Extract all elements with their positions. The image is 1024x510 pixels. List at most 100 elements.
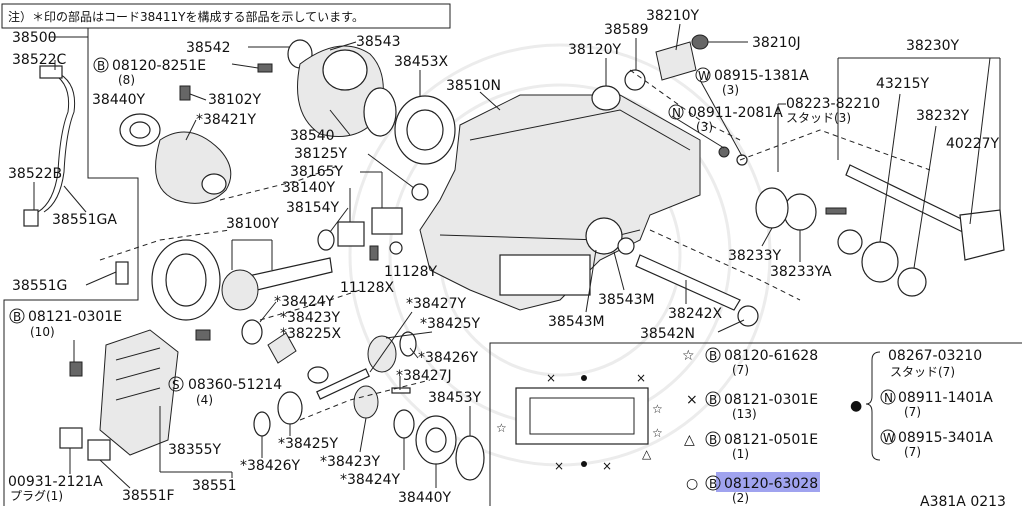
label-38425y-bottom: *38425Y [278, 436, 339, 452]
svg-text:(3): (3) [722, 83, 739, 97]
svg-text:☆: ☆ [652, 426, 663, 440]
diagram-code: A381A 0213 [920, 494, 1006, 510]
cross-pin-lock [307, 366, 329, 384]
svg-text:(3): (3) [696, 120, 713, 134]
label-38165y: 38165Y [290, 164, 344, 180]
label-38542n: 38542N [640, 326, 695, 342]
bolt-08360-51214 [195, 329, 211, 341]
label-00931-2121a: 00931-2121A [8, 474, 103, 490]
washer-38125y [411, 183, 429, 201]
pinion-mate-gear [267, 332, 297, 364]
label-08223-82210: 08223-82210 [786, 96, 880, 112]
legend-circle-part[interactable]: 08120-63028 [724, 476, 818, 492]
label-38551: 38551 [192, 478, 237, 494]
shim-38140y [317, 229, 335, 251]
label-38427y: *38427Y [406, 296, 467, 312]
legend-dot-symbol: ● [850, 398, 862, 414]
svg-text:(7): (7) [904, 405, 921, 419]
svg-text:B: B [709, 477, 717, 491]
legend-star-symbol: ☆ [682, 348, 695, 364]
label-38543: 38543 [356, 34, 401, 50]
svg-text:(7): (7) [732, 363, 749, 377]
svg-text:スタッド(7): スタッド(7) [890, 365, 955, 379]
rear-cover [99, 329, 179, 456]
bolt-11128x [369, 245, 379, 261]
label-38210j: 38210J [752, 35, 801, 51]
inset-cover-outline [515, 387, 649, 445]
bearing-38120y [591, 85, 621, 111]
svg-text:(1): (1) [732, 447, 749, 461]
label-38510n: 38510N [446, 78, 501, 94]
label-38551g: 38551G [12, 278, 67, 294]
svg-text:(4): (4) [196, 393, 213, 407]
svg-text:×: × [636, 371, 646, 385]
companion-flange-38210y [655, 41, 697, 81]
stud-08223-82210 [825, 207, 847, 215]
breather-cap [23, 209, 39, 227]
spacer-38165y [371, 207, 403, 235]
label-38426y-bottom: *38426Y [240, 458, 301, 474]
label-43215y: 43215Y [876, 76, 930, 92]
thrust-washer-38424y [241, 319, 263, 345]
svg-text:(10): (10) [30, 325, 55, 339]
label-38125y: 38125Y [294, 146, 348, 162]
axle-flange-40227y [959, 209, 1005, 261]
gasket-38453y [455, 435, 485, 481]
label-38424y-bottom: *38424Y [340, 472, 401, 488]
label-38210y: 38210Y [646, 8, 700, 24]
label-38233y: 38233Y [728, 248, 782, 264]
washer-11128y [389, 241, 403, 255]
symbol-legend: ☆ B 08120-61628 (7) × B 08121-0301E (13)… [682, 347, 993, 505]
label-38100y: 38100Y [226, 216, 280, 232]
label-11128x: 11128X [340, 280, 395, 296]
washer-38426y [253, 411, 271, 437]
label-38102y: 38102Y [208, 92, 262, 108]
label-08911-2081a: 08911-2081A [688, 105, 783, 121]
label-38427j: *38427J [396, 368, 452, 384]
label-38540: 38540 [290, 128, 335, 144]
side-gear-bottom [277, 391, 303, 425]
side-flange-43215y [861, 241, 899, 283]
plug-00931-2121a [59, 427, 83, 449]
label-38225x: *38225X [280, 326, 342, 342]
label-38543m-left: 38543M [548, 314, 605, 330]
svg-text:B: B [709, 349, 717, 363]
gasket-38233y [755, 187, 789, 229]
legend-cross-symbol: × [686, 392, 698, 408]
label-38453y: 38453Y [428, 390, 482, 406]
svg-text:プラグ(1): プラグ(1) [10, 489, 63, 503]
legend-circle-symbol: ○ [686, 476, 698, 492]
svg-text:☆: ☆ [496, 421, 507, 435]
label-38542: 38542 [186, 40, 231, 56]
label-38242x: 38242X [668, 306, 723, 322]
oil-seal-38232y [897, 267, 927, 297]
legend-cross-part: 08121-0301E [724, 392, 818, 408]
pin-38427j [391, 387, 411, 394]
axle-shaft-38230y [845, 164, 981, 239]
nut-38210j [691, 34, 709, 50]
legend-star-part: 08120-61628 [724, 348, 818, 364]
gasket-38233ya [783, 193, 817, 231]
label-38522c: 38522C [12, 52, 67, 68]
label-38543m-right: 38543M [598, 292, 655, 308]
washer-08915-1381a [736, 154, 748, 166]
label-38230y: 38230Y [906, 38, 960, 54]
note-text: 注）＊印の部品はコード38411Yを構成する部品を示しています。 [8, 9, 364, 24]
label-38453x: 38453X [394, 54, 449, 70]
svg-text:(8): (8) [118, 73, 135, 87]
pinion-shaft-38427y [316, 368, 370, 400]
label-38522b: 38522B [8, 166, 62, 182]
plug-38551f [87, 439, 111, 461]
selected-part-highlight [716, 472, 820, 492]
label-38424y-top: *38424Y [274, 294, 335, 310]
breather-hose-edge [43, 71, 76, 213]
label-38232y: 38232Y [916, 108, 970, 124]
svg-text:W: W [883, 431, 895, 445]
label-38233ya: 38233YA [770, 264, 832, 280]
label-08915-1381a: 08915-1381A [714, 68, 809, 84]
svg-text:×: × [554, 459, 564, 473]
label-08121-0301e: 08121-0301E [28, 309, 122, 325]
axle-shaft-38242x [635, 254, 741, 311]
bolt-38102y [179, 85, 191, 101]
breather-hose [37, 71, 70, 213]
